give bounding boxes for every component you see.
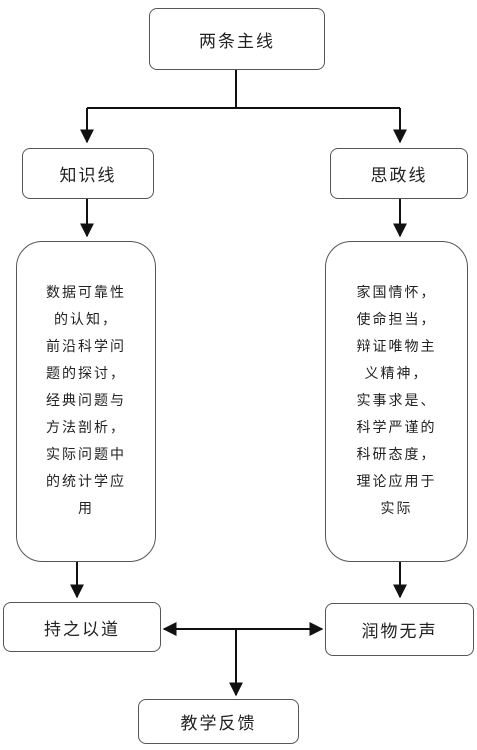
node-knowledge-line: 知识线	[22, 148, 154, 199]
detail-line: 实际	[380, 501, 413, 517]
detail-line: 数据可靠性	[46, 285, 126, 301]
detail-line: 用	[78, 501, 94, 517]
detail-line: 实际问题中	[46, 447, 126, 463]
detail-line: 经典问题与	[46, 393, 126, 409]
detail-line: 理论应用于	[356, 474, 437, 490]
node-two-main-lines: 两条主线	[149, 8, 325, 70]
node-feedback: 教学反馈	[138, 699, 299, 744]
detail-line: 使命担当，	[356, 312, 437, 328]
detail-line: 实事求是、	[356, 393, 437, 409]
node-ideology-detail: 家国情怀， 使命担当， 辩证唯物主义精神， 实事求是、科学严谨的科研态度， 理论应用于实…	[325, 241, 468, 562]
detail-line: 辩证唯物主	[356, 339, 437, 355]
detail-line: 家国情怀，	[356, 285, 437, 301]
detail-line: 的统计学应	[46, 474, 126, 490]
detail-line: 的认知，	[54, 312, 118, 328]
detail-line: 科学严谨的	[356, 420, 437, 436]
detail-line: 题的探讨，	[46, 366, 126, 382]
detail-line: 前沿科学问	[46, 339, 126, 355]
detail-line: 义精神，	[364, 366, 429, 382]
node-ideology-line: 思政线	[330, 148, 468, 199]
detail-line: 方法剖析，	[46, 420, 126, 436]
detail-line: 科研态度，	[356, 447, 437, 463]
node-knowledge-detail: 数据可靠性的认知， 前沿科学问题的探讨， 经典问题与方法剖析， 实际问题中的统计学应用	[16, 241, 156, 562]
node-silent: 润物无声	[325, 603, 474, 656]
node-persist: 持之以道	[3, 602, 161, 652]
